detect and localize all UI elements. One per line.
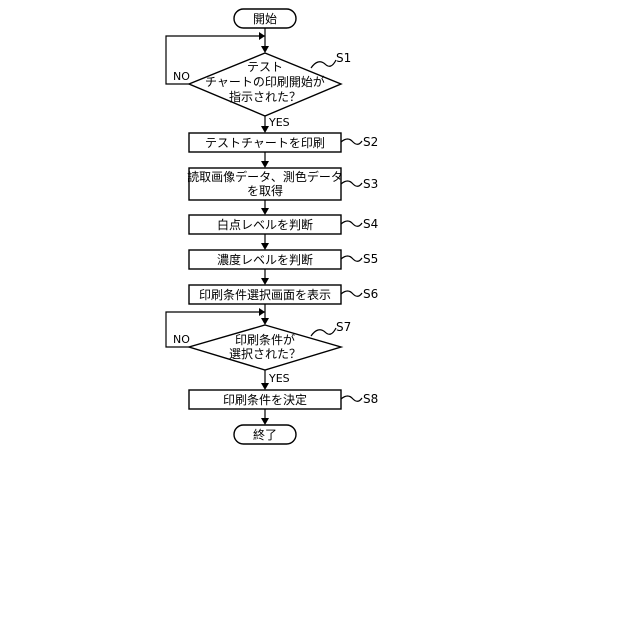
s2-leader-line [341, 139, 362, 144]
s1-yes-label: YES [268, 116, 290, 129]
s2-step-label: S2 [363, 135, 378, 149]
arrow-s6-s7 [261, 318, 269, 325]
s1-no-label: NO [173, 70, 190, 83]
s1-step-label: S1 [336, 51, 351, 65]
s7-step-label: S7 [336, 320, 351, 334]
s1-text-line1: テスト [247, 60, 283, 74]
s1-no-loop-arrow [259, 32, 265, 40]
start-label: 開始 [253, 12, 277, 26]
s8-text: 印刷条件を決定 [223, 392, 307, 407]
s1-text-line2: チャートの印刷開始が [205, 74, 325, 89]
s1-leader-line [311, 60, 336, 68]
arrow-s4-s5 [261, 243, 269, 250]
s3-text-line2: を取得 [247, 183, 283, 198]
s7-leader-line [311, 328, 336, 336]
s7-text-line1: 印刷条件が [235, 332, 295, 347]
s4-leader-line [341, 221, 362, 226]
s1-text-line3: 指示された？ [229, 89, 301, 104]
s4-step-label: S4 [363, 217, 378, 231]
arrow-s1-s2 [261, 126, 269, 133]
s6-text: 印刷条件選択画面を表示 [199, 288, 331, 302]
s5-step-label: S5 [363, 252, 378, 266]
arrow-s7-s8 [261, 383, 269, 390]
s7-no-loop-arrow [259, 308, 265, 316]
arrow-s8-end [261, 418, 269, 425]
s6-leader-line [341, 291, 362, 296]
arrow-s2-s3 [261, 161, 269, 168]
s7-no-label: NO [173, 333, 190, 346]
arrow-start-s1 [261, 46, 269, 53]
arrow-s5-s6 [261, 278, 269, 285]
s3-step-label: S3 [363, 177, 378, 191]
s7-yes-label: YES [268, 372, 290, 385]
s4-text: 白点レベルを判断 [217, 217, 313, 232]
s2-text: テストチャートを印刷 [205, 136, 325, 150]
s3-text-line1: 読取画像データ、測色データ [187, 169, 343, 184]
s5-leader-line [341, 256, 362, 261]
arrow-s3-s4 [261, 208, 269, 215]
s7-text-line2: 選択された？ [229, 347, 301, 361]
end-label: 終了 [253, 427, 277, 442]
s5-text: 濃度レベルを判断 [217, 252, 313, 267]
s8-step-label: S8 [363, 392, 378, 406]
s6-step-label: S6 [363, 287, 378, 301]
s3-leader-line [341, 181, 362, 186]
s8-leader-line [341, 396, 362, 401]
